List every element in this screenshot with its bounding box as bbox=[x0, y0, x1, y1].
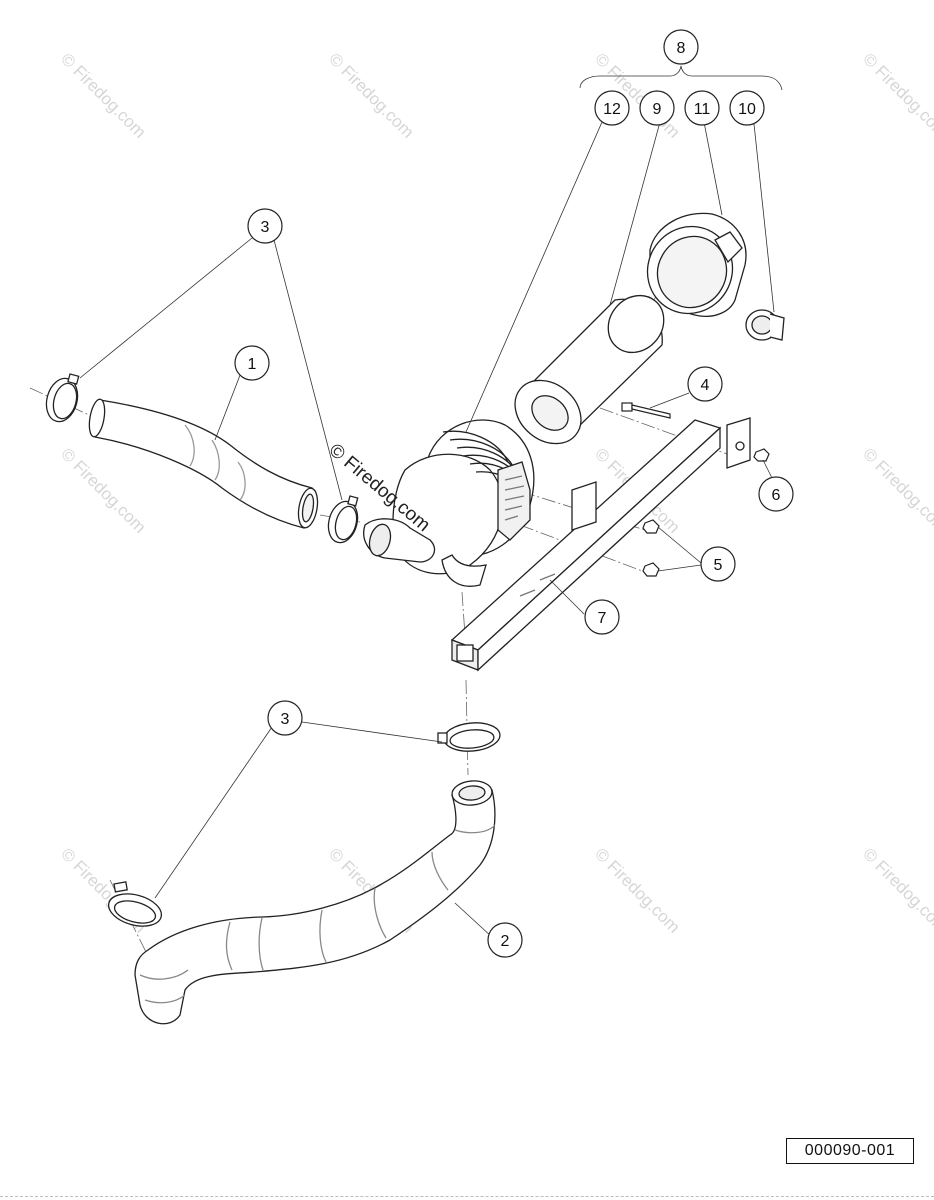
callout-1-label: 1 bbox=[248, 356, 257, 373]
callout-8-label: 8 bbox=[677, 40, 686, 57]
callout-10: 10 bbox=[729, 90, 765, 126]
mounting-bracket bbox=[450, 417, 751, 672]
air-cleaner-housing bbox=[363, 419, 535, 587]
callout-3-upper: 3 bbox=[247, 208, 283, 244]
vacuator-valve bbox=[745, 309, 785, 341]
callout-7: 7 bbox=[584, 599, 620, 635]
callout-5-label: 5 bbox=[714, 557, 723, 574]
callout-9-label: 9 bbox=[653, 101, 662, 118]
callout-7-label: 7 bbox=[598, 610, 607, 627]
hose-clamp bbox=[437, 722, 501, 752]
callout-3-lower-label: 3 bbox=[281, 711, 290, 728]
callout-6-label: 6 bbox=[772, 487, 781, 504]
callout-2: 2 bbox=[487, 922, 523, 958]
callout-3-upper-label: 3 bbox=[261, 219, 270, 236]
hose-clamp bbox=[327, 495, 359, 544]
callout-6: 6 bbox=[758, 476, 794, 512]
callout-11: 11 bbox=[684, 90, 720, 126]
callout-4: 4 bbox=[687, 366, 723, 402]
watermark-text: © Firedog.com bbox=[325, 49, 417, 141]
leader-lines bbox=[79, 65, 783, 938]
callout-1: 1 bbox=[234, 345, 270, 381]
drawing-number: 000090-001 bbox=[786, 1138, 914, 1164]
nut bbox=[753, 448, 770, 462]
filter-element bbox=[514, 294, 665, 445]
screw bbox=[642, 519, 660, 577]
center-lines bbox=[29, 289, 731, 961]
callout-12-label: 12 bbox=[603, 101, 621, 118]
intake-hose-lower bbox=[134, 780, 496, 1025]
hose-clamp bbox=[107, 881, 163, 927]
watermark-text: © Firedog.com bbox=[859, 844, 934, 936]
callout-4-label: 4 bbox=[701, 377, 710, 394]
callout-3-lower: 3 bbox=[267, 700, 303, 736]
callout-11-label: 11 bbox=[694, 101, 711, 118]
watermark-text: © Firedog.com bbox=[57, 444, 149, 536]
callout-5: 5 bbox=[700, 546, 736, 582]
watermark-text: © Firedog.com bbox=[859, 444, 934, 536]
air-cleaner-cover bbox=[646, 212, 747, 318]
watermark-text: © Firedog.com bbox=[859, 49, 934, 141]
callout-8: 8 bbox=[663, 29, 699, 65]
bolt bbox=[621, 402, 671, 419]
callout-9: 9 bbox=[639, 90, 675, 126]
hose-clamp bbox=[45, 373, 80, 423]
footer-divider bbox=[0, 1196, 934, 1198]
watermark-text: © Firedog.com bbox=[591, 844, 683, 936]
callout-10-label: 10 bbox=[738, 101, 756, 118]
callout-12: 12 bbox=[594, 90, 630, 126]
intake-hose-upper bbox=[88, 398, 319, 529]
callout-2-label: 2 bbox=[501, 933, 510, 950]
watermark-text: © Firedog.com bbox=[57, 49, 149, 141]
